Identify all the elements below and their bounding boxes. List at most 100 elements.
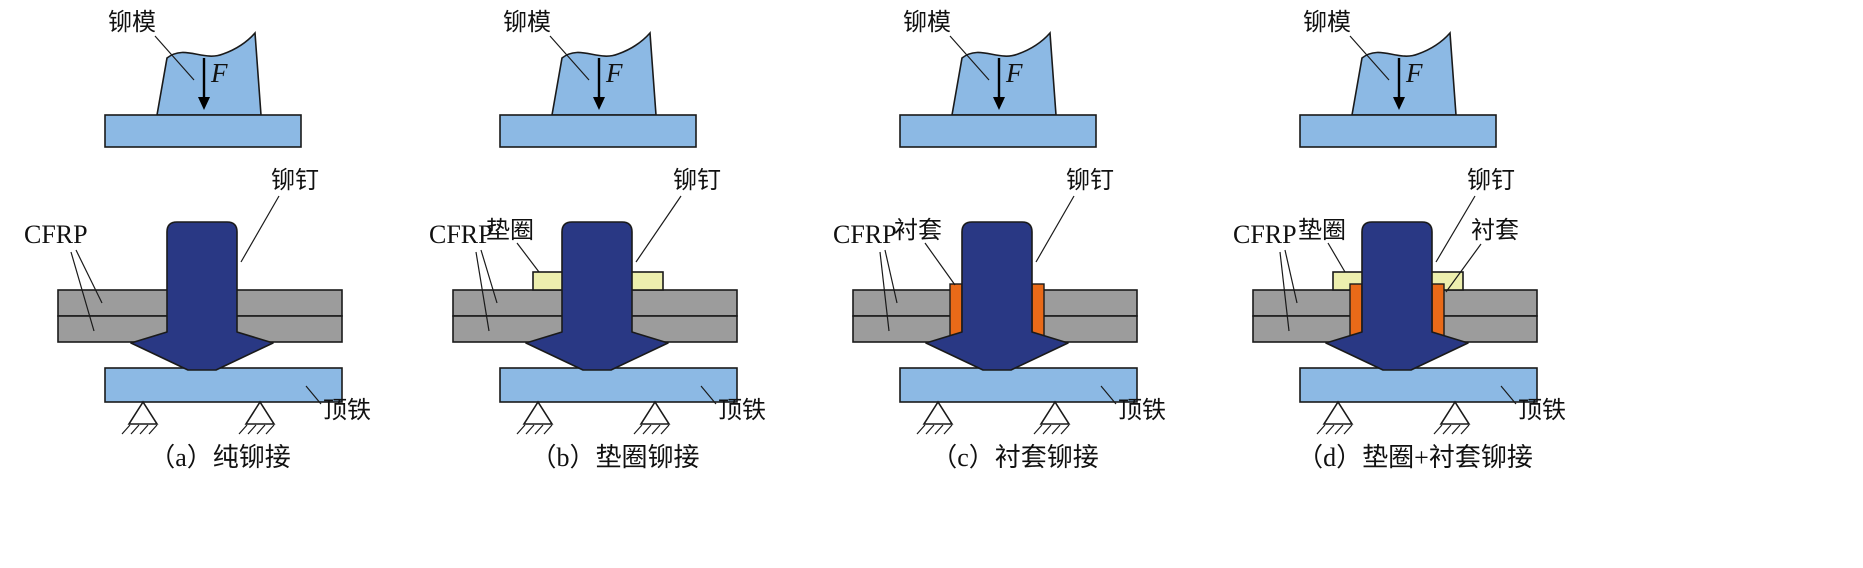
cfrp-leader-line-top (884, 249, 898, 304)
panel-caption: （b）垫圈铆接 (530, 443, 699, 472)
anvil-label: 顶铁 (1118, 397, 1166, 424)
support-symbol-right (633, 400, 671, 435)
anvil-leader-line (1500, 385, 1517, 405)
rivet-die-shape (1351, 31, 1457, 116)
support-triangle (639, 400, 671, 425)
rivet-label: 铆钉 (271, 167, 319, 194)
anvil-leader-line (1100, 385, 1117, 405)
rivet-shape (130, 221, 274, 371)
rivet-leader-line (1035, 195, 1075, 263)
rivet-die-flange (104, 114, 302, 148)
force-arrow-head (1393, 97, 1405, 110)
panel-caption: （d）垫圈+衬套铆接 (1297, 443, 1533, 472)
ground-hatch-lines (1033, 424, 1070, 435)
anvil-plate (499, 367, 738, 403)
cfrp-leader-line-bottom (1279, 251, 1290, 332)
rivet-die-shape (551, 31, 657, 116)
rivet-die-flange (899, 114, 1097, 148)
rivet-shape (525, 221, 669, 371)
cfrp-label: CFRP (24, 220, 88, 249)
die-label: 铆模 (1303, 9, 1351, 36)
ground-hatch-lines (633, 424, 670, 435)
rivet-shape (1325, 221, 1469, 371)
rivet-die-flange (1299, 114, 1497, 148)
anvil-plate (104, 367, 343, 403)
panel-c: 铆模 F CFRP 衬套 铆钉 顶铁 （c）衬套铆接 (833, 9, 1166, 472)
support-symbol-right (1033, 400, 1071, 435)
force-label: F (210, 58, 228, 88)
die-leader-line (949, 35, 990, 81)
anvil-leader-line (700, 385, 717, 405)
rivet-label: 铆钉 (1467, 167, 1515, 194)
support-symbol-left (121, 400, 159, 435)
die-leader-line (549, 35, 590, 81)
ground-hatch-lines (516, 424, 553, 435)
cfrp-leader-line-top (480, 249, 498, 304)
rivet-die-flange (499, 114, 697, 148)
rivet-die-shape (156, 31, 262, 116)
cfrp-leader-line-bottom (879, 251, 890, 332)
support-triangle (522, 400, 554, 425)
force-arrow-head (198, 97, 210, 110)
anvil-label: 顶铁 (323, 397, 371, 424)
die-label: 铆模 (108, 9, 156, 36)
anvil-leader-line (305, 385, 322, 405)
ground-hatch-lines (121, 424, 158, 435)
support-triangle (244, 400, 276, 425)
cfrp-label: CFRP (833, 220, 897, 249)
cfrp-leader-line-bottom (70, 251, 95, 332)
panel-caption: （a）纯铆接 (149, 443, 291, 472)
support-triangle (1322, 400, 1354, 425)
bushing-leader-line (1445, 243, 1482, 293)
support-symbol-right (1433, 400, 1471, 435)
rivet-shape (925, 221, 1069, 371)
anvil-label: 顶铁 (718, 397, 766, 424)
support-triangle (922, 400, 954, 425)
rivet-leader-line (240, 195, 280, 263)
panel-a: 铆模 F CFRP 铆钉 顶铁 （a）纯铆接 (24, 9, 371, 472)
rivet-label: 铆钉 (1066, 167, 1114, 194)
washer-leader-line (516, 242, 540, 273)
bushing-leader-line (924, 242, 956, 286)
support-triangle (1039, 400, 1071, 425)
support-triangle (1439, 400, 1471, 425)
cfrp-label: CFRP (1233, 220, 1297, 249)
die-label: 铆模 (503, 9, 551, 36)
cfrp-leader-line-bottom (475, 251, 490, 332)
cfrp-leader-line-top (75, 249, 103, 304)
bushing-label: 衬套 (894, 217, 942, 244)
die-label: 铆模 (903, 9, 951, 36)
washer-label: 垫圈 (1298, 217, 1346, 244)
anvil-plate (899, 367, 1138, 403)
ground-hatch-lines (1433, 424, 1470, 435)
panel-b: 铆模 F CFRP 垫圈 铆钉 顶铁 （b）垫圈铆接 (429, 9, 766, 472)
panel-caption: （c）衬套铆接 (931, 443, 1099, 472)
support-symbol-left (1316, 400, 1354, 435)
die-leader-line (1349, 35, 1390, 81)
force-arrow-head (593, 97, 605, 110)
support-triangle (127, 400, 159, 425)
support-symbol-right (238, 400, 276, 435)
rivet-label: 铆钉 (673, 167, 721, 194)
rivet-leader-line (1435, 195, 1476, 263)
bushing-label: 衬套 (1471, 217, 1519, 244)
cfrp-leader-line-top (1284, 249, 1298, 304)
ground-hatch-lines (238, 424, 275, 435)
force-label: F (605, 58, 623, 88)
ground-hatch-lines (1316, 424, 1353, 435)
cfrp-label: CFRP (429, 220, 493, 249)
force-label: F (1405, 58, 1423, 88)
washer-label: 垫圈 (486, 217, 534, 244)
washer-leader-line (1327, 242, 1346, 273)
anvil-label: 顶铁 (1518, 397, 1566, 424)
anvil-plate (1299, 367, 1538, 403)
force-label: F (1005, 58, 1023, 88)
ground-hatch-lines (916, 424, 953, 435)
rivet-leader-line (635, 195, 682, 263)
die-leader-line (154, 35, 195, 81)
support-symbol-left (916, 400, 954, 435)
force-arrow-head (993, 97, 1005, 110)
rivet-die-shape (951, 31, 1057, 116)
